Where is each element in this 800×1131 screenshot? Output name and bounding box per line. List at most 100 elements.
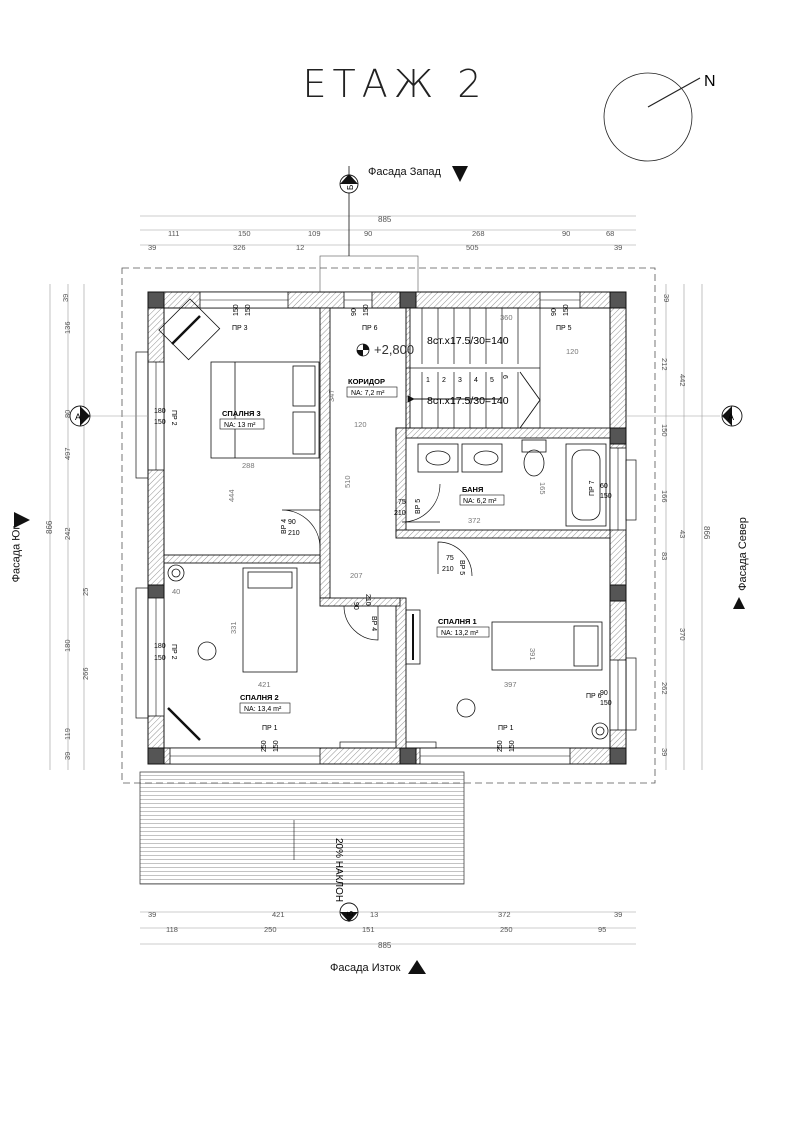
svg-text:ПР 6: ПР 6 [362,325,378,332]
svg-text:150: 150 [363,304,370,316]
svg-text:39: 39 [662,294,671,302]
room-name-bathroom: БАНЯ [462,485,483,494]
facade-east-arrow [408,960,426,974]
room-name-bedroom1: СПАЛНЯ 1 [438,617,477,626]
section-a-right-label: А [728,412,734,422]
level-marker: +2,800 [356,342,414,357]
interior-dimensions: 360 120 120 347 510 288 444 421 331 40 2… [172,313,579,689]
svg-text:43: 43 [678,530,687,538]
svg-text:ПР 3: ПР 3 [232,325,248,332]
svg-text:210: 210 [394,510,406,517]
svg-text:120: 120 [566,347,579,356]
stair-upper-label: 8ст.х17.5/30=140 [427,335,509,347]
room-area-bathroom: NA: 6,2 m² [463,498,497,505]
svg-text:180: 180 [154,643,166,650]
svg-text:39: 39 [61,294,70,302]
furniture-misc [158,298,609,741]
svg-text:250: 250 [500,925,513,934]
svg-text:180: 180 [154,408,166,415]
svg-text:242: 242 [63,527,72,540]
stair-lower-label: 8ст.х17.5/30=140 [427,395,509,407]
stair [405,307,541,429]
svg-text:505: 505 [466,243,479,252]
section-marker-a-left [69,405,91,427]
svg-text:397: 397 [504,680,517,689]
bed-room2 [242,567,298,673]
svg-text:ПР 1: ПР 1 [262,725,278,732]
bottom-dimensions: 39 421 13 372 39 118 250 151 250 95 885 [148,910,622,950]
svg-text:150: 150 [660,424,669,437]
section-marker-b-top [339,166,359,256]
svg-text:90: 90 [562,229,570,238]
svg-text:39: 39 [660,748,669,756]
svg-text:885: 885 [378,941,392,950]
section-b-bottom-label: Б [346,911,355,916]
facade-east-label: Фасада Изток [330,962,401,974]
svg-text:68: 68 [606,229,614,238]
bed-room1 [491,621,603,671]
svg-text:90: 90 [288,519,296,526]
svg-text:268: 268 [472,229,485,238]
section-b-top-label: Б [346,185,355,190]
svg-text:40: 40 [172,587,180,596]
svg-text:ПР 2: ПР 2 [170,644,177,660]
svg-text:444: 444 [227,489,236,502]
svg-text:118: 118 [166,925,178,934]
opening-labels: ПР 3 150 150 ПР 6 90 150 ПР 5 90 150 ПР … [154,304,612,752]
svg-text:326: 326 [233,243,246,252]
svg-text:4: 4 [474,377,478,384]
svg-text:60: 60 [600,483,608,490]
svg-text:80: 80 [63,410,72,418]
svg-text:39: 39 [148,243,156,252]
exterior-walls [147,291,627,765]
svg-text:ПР 1: ПР 1 [498,725,514,732]
svg-text:288: 288 [242,461,255,470]
svg-text:150: 150 [509,740,516,752]
room-area-bedroom3: NA: 13 m² [224,422,256,429]
room-name-bedroom3: СПАЛНЯ 3 [222,409,261,418]
svg-text:136: 136 [63,321,72,334]
svg-text:250: 250 [497,740,504,752]
svg-text:ПР 5: ПР 5 [556,325,572,332]
svg-text:ВР 4: ВР 4 [281,519,288,534]
svg-text:150: 150 [233,304,240,316]
svg-text:866: 866 [702,526,711,540]
svg-text:25: 25 [81,588,90,596]
room-area-bedroom2: NA: 13,4 m² [244,706,282,713]
section-marker-b-bottom [339,902,359,922]
svg-text:421: 421 [258,680,271,689]
svg-text:39: 39 [63,752,72,760]
room-name-bedroom2: СПАЛНЯ 2 [240,693,279,702]
svg-text:250: 250 [261,740,268,752]
svg-text:13: 13 [370,910,378,919]
svg-text:75: 75 [398,499,406,506]
dimension-lines [49,215,720,945]
svg-text:866: 866 [45,520,54,534]
facade-north-label: Фасада Север [736,517,749,591]
svg-text:210: 210 [364,594,371,606]
room-area-corridor: NA: 7,2 m² [351,390,385,397]
svg-text:109: 109 [308,229,321,238]
svg-text:210: 210 [442,566,454,573]
facade-south-arrow [14,512,30,528]
svg-text:421: 421 [272,910,285,919]
svg-text:360: 360 [500,313,513,322]
svg-text:1: 1 [426,377,430,384]
north-label: N [704,73,716,90]
svg-text:150: 150 [273,740,280,752]
svg-text:510: 510 [343,475,352,488]
room-area-bedroom1: NA: 13,2 m² [441,630,479,637]
svg-text:39: 39 [614,910,622,919]
slope-label: 20% НАКЛОН [333,838,344,902]
svg-text:347: 347 [327,389,336,402]
terrace [139,771,465,885]
section-a-left-label: А [75,412,81,422]
page-title: ЕТАЖ 2 [302,62,488,106]
svg-text:207: 207 [350,571,363,580]
right-dimensions: 866 39 212 442 150 166 83 43 370 262 39 [660,294,711,756]
svg-text:151: 151 [362,925,375,934]
svg-text:262: 262 [660,682,669,695]
svg-text:166: 166 [660,490,669,503]
stair-step-numbers: 1 2 3 4 5 6 [426,375,508,384]
facade-south-label: Фасада Юг [10,525,23,583]
